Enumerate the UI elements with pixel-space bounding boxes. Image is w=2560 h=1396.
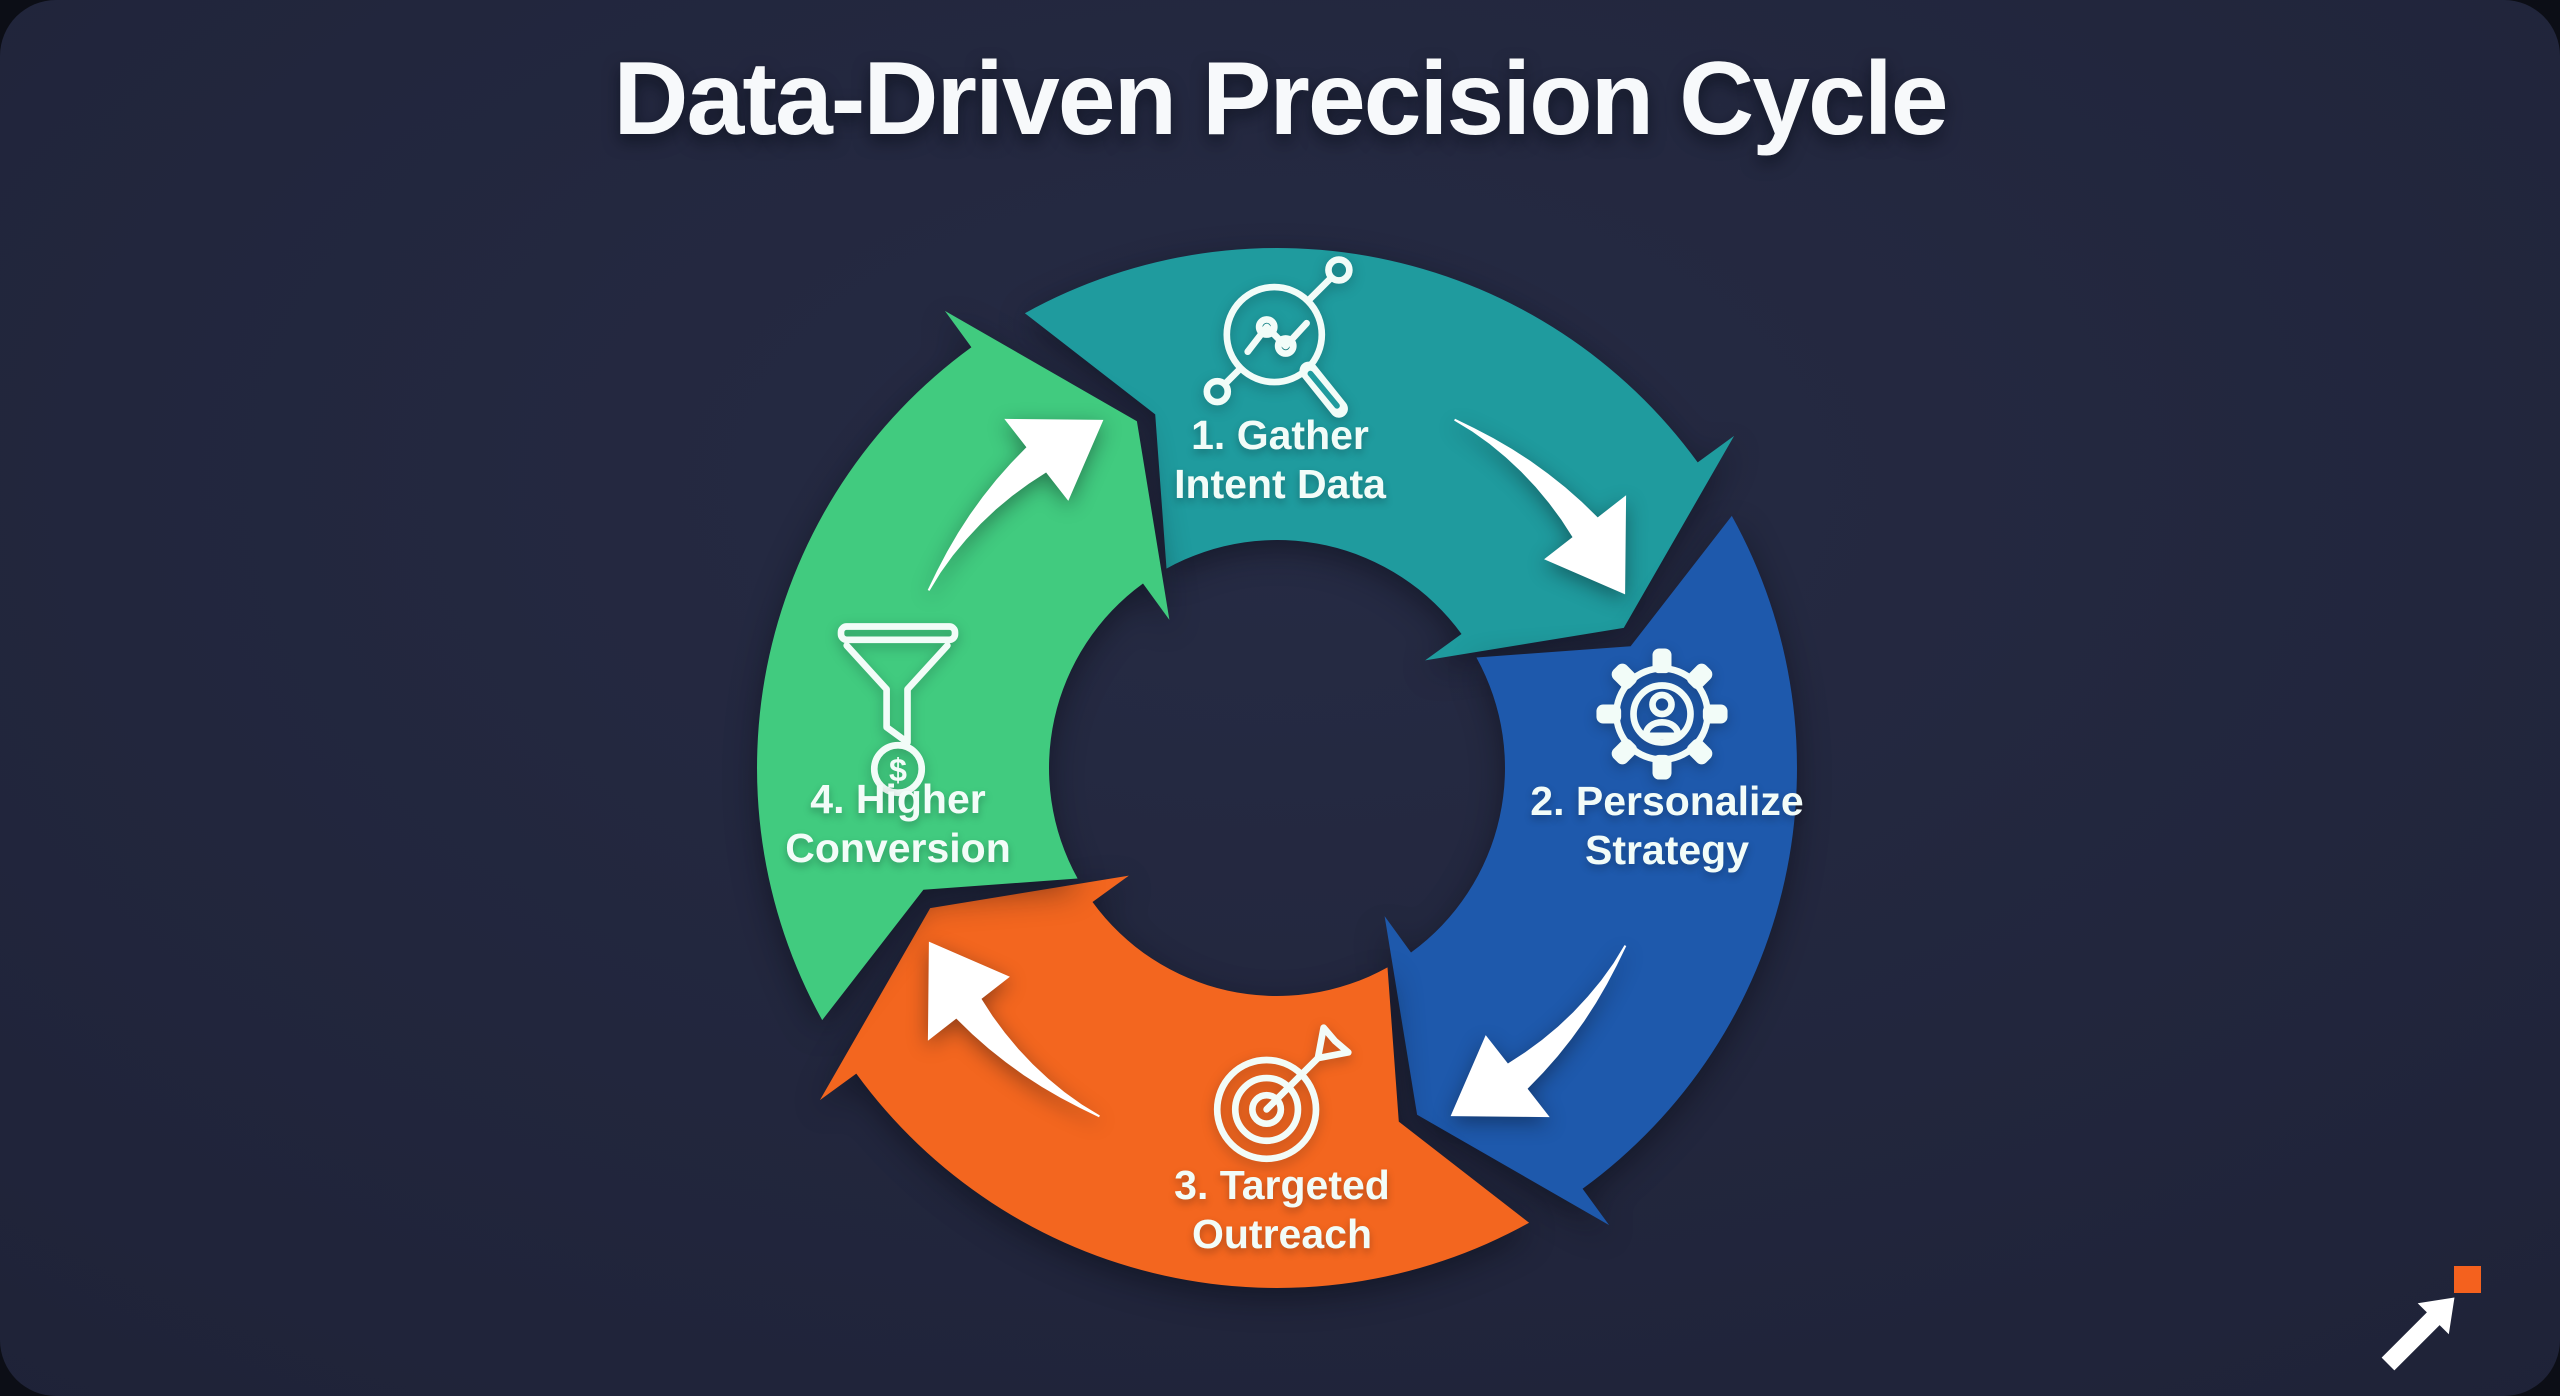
funnel-dollar-icon: $ [837,623,959,797]
step-label-line: Intent Data [1174,461,1386,507]
step-label-line: Strategy [1584,827,1750,873]
step-label-line: 3. Targeted [1174,1162,1390,1208]
step-label-2: 2. Personalize Strategy [1530,777,1803,875]
flow-arrow-4-to-1-icon [927,418,1104,591]
step-label-3: 3. Targeted Outreach [1174,1161,1390,1259]
flow-arrow-2-to-3-icon [1450,945,1627,1118]
step-label-line: 4. Higher [810,776,986,822]
step-label-4: 4. Higher Conversion [785,775,1011,873]
page-title: Data-Driven Precision Cycle [613,41,1948,157]
step-label-line: Outreach [1191,1211,1372,1257]
flow-arrows [927,418,1627,1118]
gear-user-icon [1596,648,1728,780]
step-label-line: 1. Gather [1191,412,1369,458]
dollar-sign: $ [889,752,907,788]
flow-arrow-1-to-2-icon [1454,418,1627,595]
search-analytics-icon [1203,256,1353,418]
growth-arrow-logo [2381,1266,2481,1371]
step-label-line: 2. Personalize [1530,778,1804,824]
target-dart-icon [1213,1024,1352,1163]
step-label-1: 1. Gather Intent Data [1174,411,1386,509]
flow-arrow-3-to-4-icon [927,941,1100,1118]
logo-arrow [2381,1297,2455,1371]
step-label-line: Conversion [785,825,1011,871]
logo-square [2454,1266,2481,1293]
